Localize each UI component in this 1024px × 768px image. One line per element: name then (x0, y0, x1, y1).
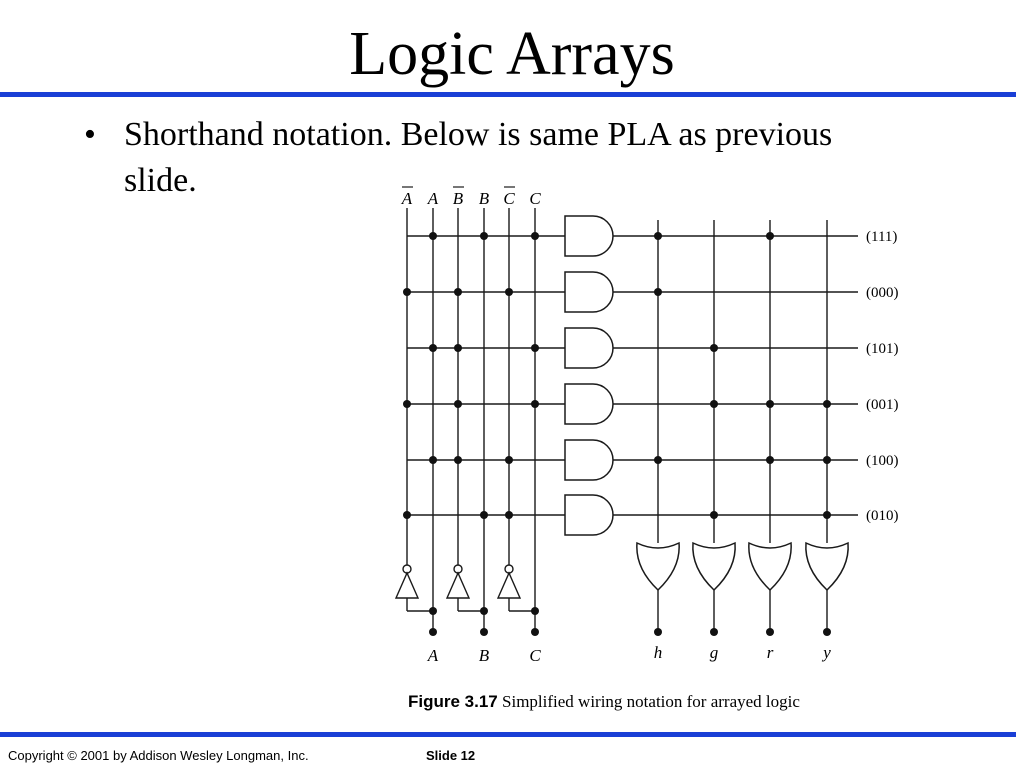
output-terminal (823, 628, 831, 636)
and-gate (564, 439, 614, 481)
and-connection-dot (454, 400, 462, 408)
input-label-top: B (453, 189, 464, 208)
or-connection-dot (766, 456, 774, 464)
gates (394, 215, 849, 599)
product-term-label: (111) (866, 229, 897, 245)
and-connection-dot (454, 344, 462, 352)
and-connection-dot (505, 456, 513, 464)
and-connection-dot (480, 511, 488, 519)
and-connection-dot (505, 511, 513, 519)
product-term-label: (100) (866, 453, 899, 469)
or-connection-dot (654, 288, 662, 296)
and-connection-dot (505, 288, 513, 296)
input-label-top: C (503, 189, 515, 208)
output-label: r (767, 643, 774, 662)
input-label-bottom: C (529, 646, 541, 665)
or-gate (748, 541, 792, 592)
and-connection-dot (531, 344, 539, 352)
input-label-top: A (427, 189, 439, 208)
and-connection-dot (429, 456, 437, 464)
title-divider (0, 92, 1016, 97)
or-gate (692, 541, 736, 592)
input-label-top: A (401, 189, 413, 208)
output-terminal (766, 628, 774, 636)
and-connection-dot (531, 400, 539, 408)
input-label-bottom: A (427, 646, 439, 665)
figure-caption-text: Simplified wiring notation for arrayed l… (502, 692, 800, 711)
input-label-bottom: B (479, 646, 490, 665)
product-term-label: (000) (866, 285, 899, 301)
and-gate (564, 215, 614, 257)
and-connection-dot (531, 232, 539, 240)
input-label-top: C (529, 189, 541, 208)
or-gate (636, 541, 680, 592)
and-gate (564, 327, 614, 369)
or-connection-dot (766, 400, 774, 408)
or-connection-dot (710, 344, 718, 352)
or-connection-dot (823, 511, 831, 519)
and-gate (564, 383, 614, 425)
or-connection-dot (710, 511, 718, 519)
or-connection-dot (654, 456, 662, 464)
output-terminal (710, 628, 718, 636)
connections (403, 232, 831, 636)
junction-dot (531, 607, 539, 615)
output-label: y (821, 643, 831, 662)
input-terminal (429, 628, 437, 636)
input-terminal (531, 628, 539, 636)
product-term-label: (001) (866, 397, 899, 413)
or-connection-dot (766, 232, 774, 240)
copyright-text: Copyright © 2001 by Addison Wesley Longm… (8, 748, 309, 763)
or-connection-dot (710, 400, 718, 408)
slide-title: Logic Arrays (349, 20, 675, 88)
or-connection-dot (654, 232, 662, 240)
and-gate (564, 494, 614, 536)
junction-dot (429, 607, 437, 615)
and-connection-dot (429, 232, 437, 240)
inverter-gate (496, 571, 522, 599)
and-connection-dot (403, 511, 411, 519)
inverter-gate (394, 571, 420, 599)
junction-dot (480, 607, 488, 615)
output-label: g (710, 643, 719, 662)
and-gate (564, 271, 614, 313)
slide-number: Slide 12 (426, 748, 476, 763)
and-connection-dot (403, 400, 411, 408)
figure-number: Figure 3.17 (408, 692, 498, 711)
output-terminal (654, 628, 662, 636)
input-terminal (480, 628, 488, 636)
and-connection-dot (480, 232, 488, 240)
figure-caption: Figure 3.17 Simplified wiring notation f… (408, 690, 828, 714)
and-connection-dot (403, 288, 411, 296)
product-term-label: (101) (866, 341, 899, 357)
and-connection-dot (454, 288, 462, 296)
output-label: h (654, 643, 663, 662)
footer-divider (0, 732, 1016, 737)
product-term-label: (010) (866, 508, 899, 524)
and-connection-dot (454, 456, 462, 464)
bullet-marker: • (84, 116, 96, 153)
or-gate (805, 541, 849, 592)
and-connection-dot (429, 344, 437, 352)
or-connection-dot (823, 456, 831, 464)
or-connection-dot (823, 400, 831, 408)
bullet-text: Shorthand notation. Below is same PLA as… (124, 116, 833, 199)
inverter-gate (445, 571, 471, 599)
input-label-top: B (479, 189, 490, 208)
wiring (406, 208, 858, 632)
